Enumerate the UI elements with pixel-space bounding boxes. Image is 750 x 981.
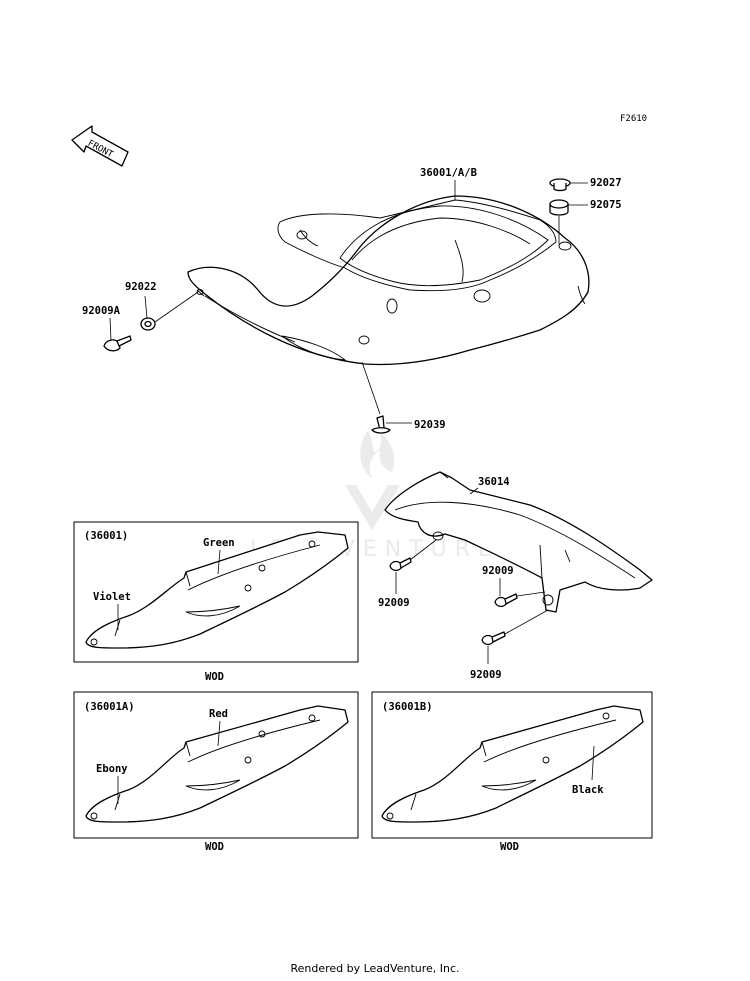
variant-code: (36001A) bbox=[84, 701, 135, 713]
variant-note-36001: WOD bbox=[205, 671, 224, 683]
callout-36001-a-b: 36001/A/B bbox=[420, 167, 477, 179]
variant-box-36001a: (36001A) Red Ebony bbox=[73, 691, 359, 839]
variant-box-36001: (36001) Green Violet bbox=[73, 521, 359, 663]
grommet-92027-icon bbox=[549, 178, 571, 192]
bolt-92009-left-icon bbox=[389, 557, 412, 572]
callout-92009a: 92009A bbox=[82, 305, 121, 317]
chain-guard-36014-part bbox=[384, 471, 653, 613]
variant-code: (36001) bbox=[84, 530, 128, 542]
washer-92022-icon bbox=[140, 317, 156, 331]
figure-code: F2610 bbox=[620, 114, 647, 124]
rivet-92039-icon bbox=[371, 415, 391, 434]
seat-cowl-part bbox=[187, 195, 590, 366]
callout-92039: 92039 bbox=[414, 419, 446, 431]
variant-box-36001b: (36001B) Black bbox=[371, 691, 653, 839]
color-label-black: Black bbox=[572, 784, 604, 796]
bolt-92009-bottom-icon bbox=[481, 631, 506, 646]
callout-92022: 92022 bbox=[125, 281, 157, 293]
footer-credit: Rendered by LeadVenture, Inc. bbox=[290, 962, 460, 975]
color-label-violet: Violet bbox=[93, 591, 131, 603]
callout-92009-left: 92009 bbox=[378, 597, 410, 609]
color-label-red: Red bbox=[209, 708, 228, 720]
side-cover-shape bbox=[381, 705, 644, 823]
callout-92009-bottom: 92009 bbox=[470, 669, 502, 681]
variant-code: (36001B) bbox=[382, 701, 433, 713]
color-label-ebony: Ebony bbox=[96, 763, 128, 775]
variant-note-36001a: WOD bbox=[205, 841, 224, 853]
front-arrow-icon: FRONT bbox=[71, 125, 129, 167]
side-cover-shape bbox=[85, 531, 349, 649]
bolt-92009-mid-icon bbox=[494, 593, 518, 608]
callout-92027: 92027 bbox=[590, 177, 622, 189]
variant-note-36001b: WOD bbox=[500, 841, 519, 853]
callout-92009-mid: 92009 bbox=[482, 565, 514, 577]
side-cover-shape bbox=[85, 705, 349, 823]
bolt-92009a-icon bbox=[103, 335, 132, 352]
color-label-green: Green bbox=[203, 537, 235, 549]
bushing-92075-icon bbox=[549, 199, 569, 216]
callout-92075: 92075 bbox=[590, 199, 622, 211]
callout-36014: 36014 bbox=[478, 476, 510, 488]
